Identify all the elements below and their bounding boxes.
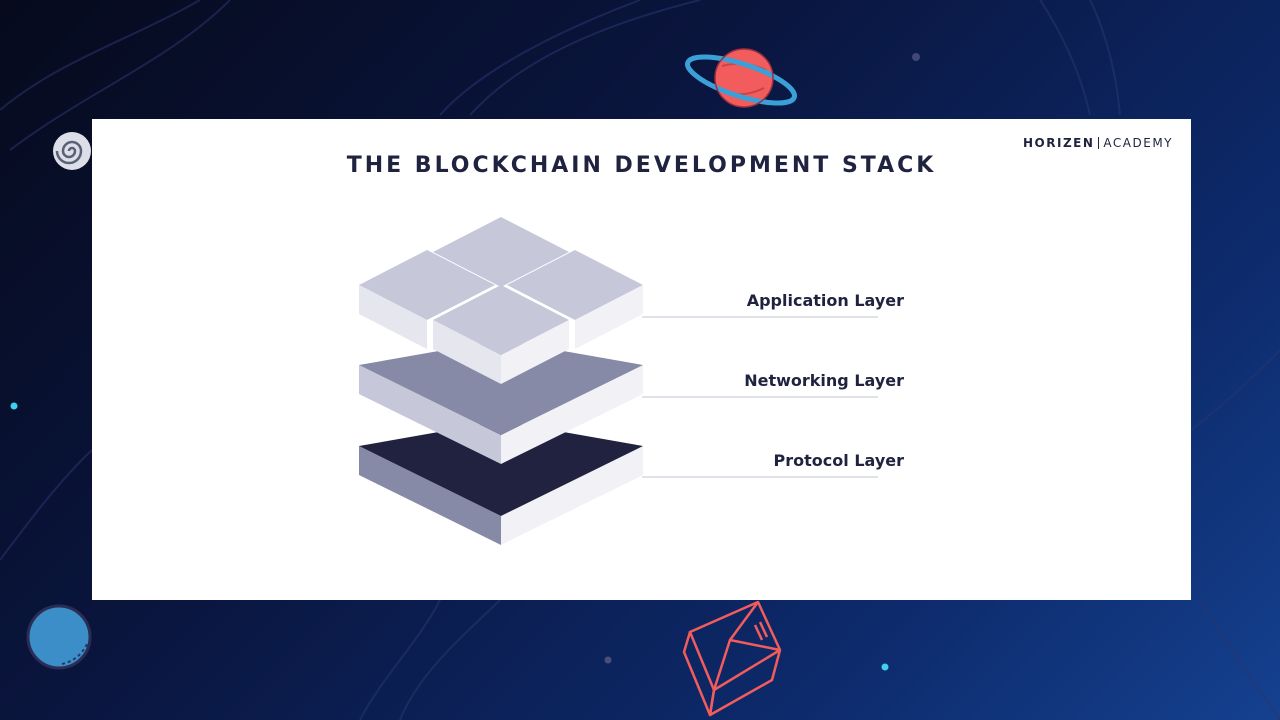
- application-layer-block: [359, 217, 643, 384]
- dot-decoration: [10, 402, 18, 410]
- cube-outline-icon: [682, 600, 782, 717]
- planet-icon: [685, 48, 797, 108]
- dot-decoration: [881, 663, 889, 671]
- slide-title: THE BLOCKCHAIN DEVELOPMENT STACK: [346, 153, 937, 178]
- slide-card: THE BLOCKCHAIN DEVELOPMENT STACK HORIZEN…: [92, 119, 1191, 600]
- networking-layer-block: [359, 340, 643, 464]
- brand-name: HORIZEN: [1023, 136, 1095, 150]
- spiral-logo-icon: [53, 132, 91, 170]
- layer-stack-diagram: [359, 217, 878, 545]
- moon-icon: [26, 604, 92, 670]
- protocol-layer-label: Protocol Layer: [773, 451, 904, 470]
- brand-suffix: ACADEMY: [1103, 136, 1173, 150]
- brand-divider: [1098, 137, 1100, 149]
- protocol-layer-block: [359, 421, 643, 545]
- app-tile: [433, 217, 569, 287]
- dot-decoration: [604, 656, 612, 664]
- application-layer-label: Application Layer: [746, 291, 904, 310]
- networking-layer-label: Networking Layer: [744, 371, 904, 390]
- dot-decoration: [912, 53, 920, 61]
- brand-logo: HORIZEN ACADEMY: [1023, 136, 1173, 150]
